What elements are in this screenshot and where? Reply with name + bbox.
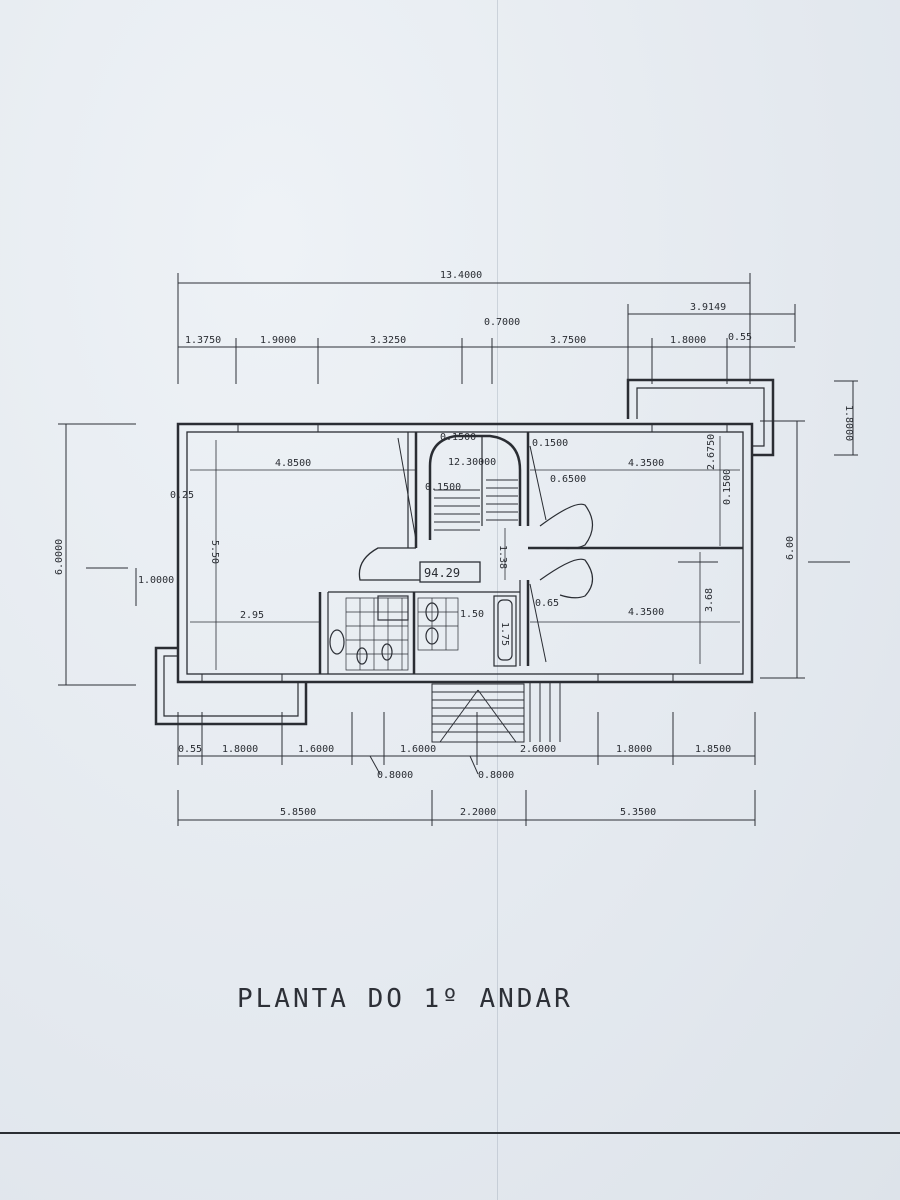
dim-top-4: 0.7000 <box>484 317 520 328</box>
dim-left-room-width: 4.8500 <box>275 458 311 469</box>
plan-title: PLANTA DO 1º ANDAR <box>237 984 573 1014</box>
dim-ur-2: 0.6500 <box>550 474 586 485</box>
dim-bottom-total-2: 2.2000 <box>460 807 496 818</box>
dim-bottom-2: 1.8000 <box>222 744 258 755</box>
dim-ur-4: 2.6750 <box>706 434 717 470</box>
dim-stair-2: 12.30000 <box>448 457 496 468</box>
dim-right-total: 6.00 <box>785 536 796 560</box>
dim-top-2: 1.9000 <box>260 335 296 346</box>
dim-lr-1: 1.38 <box>497 545 508 569</box>
dim-ur-1: 0.1500 <box>532 438 568 449</box>
dim-total-top: 13.4000 <box>440 270 482 281</box>
dim-top-3: 3.3250 <box>370 335 406 346</box>
dim-bottom-sub-1: 0.8000 <box>377 770 413 781</box>
dim-ur-3: 4.3500 <box>628 458 664 469</box>
dim-left-room-lower: 2.95 <box>240 610 264 621</box>
dim-bottom-total-1: 5.8500 <box>280 807 316 818</box>
dim-stair-3: 0.1500 <box>425 482 461 493</box>
dim-bottom-7: 1.8500 <box>695 744 731 755</box>
dim-left-offset: 1.0000 <box>138 575 174 586</box>
dim-top-1: 1.3750 <box>185 335 221 346</box>
dim-stair-1: 0.1500 <box>440 432 476 443</box>
dim-right-top-group: 3.9149 <box>690 302 726 313</box>
dim-left-total: 6.0000 <box>54 539 65 575</box>
dim-lr-4: 3.68 <box>704 588 715 612</box>
dim-bottom-sub-2: 0.8000 <box>478 770 514 781</box>
dim-left-room-depth: 5.50 <box>209 540 220 564</box>
stair-treads <box>431 479 561 743</box>
dim-bottom-6: 1.8000 <box>616 744 652 755</box>
dim-right-balcony: 1.8000 <box>843 405 854 441</box>
area-label: 94.29 <box>424 566 460 580</box>
dim-bottom-3: 1.6000 <box>298 744 334 755</box>
page-edge-line <box>0 1132 900 1134</box>
dim-top-6: 1.8000 <box>670 335 706 346</box>
dim-ur-5: 0.1500 <box>722 469 733 505</box>
bathroom-fixtures <box>329 561 513 671</box>
dim-bottom-1: 0.55 <box>178 744 202 755</box>
dim-bottom-total-3: 5.3500 <box>620 807 656 818</box>
dim-bottom-5: 2.6000 <box>520 744 556 755</box>
dim-bottom-4: 1.6000 <box>400 744 436 755</box>
dim-bath-1: 1.50 <box>460 609 484 620</box>
dim-top-7: 0.55 <box>728 332 752 343</box>
walls <box>154 378 775 726</box>
fold-line-vertical <box>497 0 498 1200</box>
dim-lr-3: 4.3500 <box>628 607 664 618</box>
dim-bath-2: 1.75 <box>499 622 510 646</box>
dim-left-room-wall: 0.25 <box>170 490 194 501</box>
dim-top-5: 3.7500 <box>550 335 586 346</box>
dim-lr-2: 0.65 <box>535 598 559 609</box>
